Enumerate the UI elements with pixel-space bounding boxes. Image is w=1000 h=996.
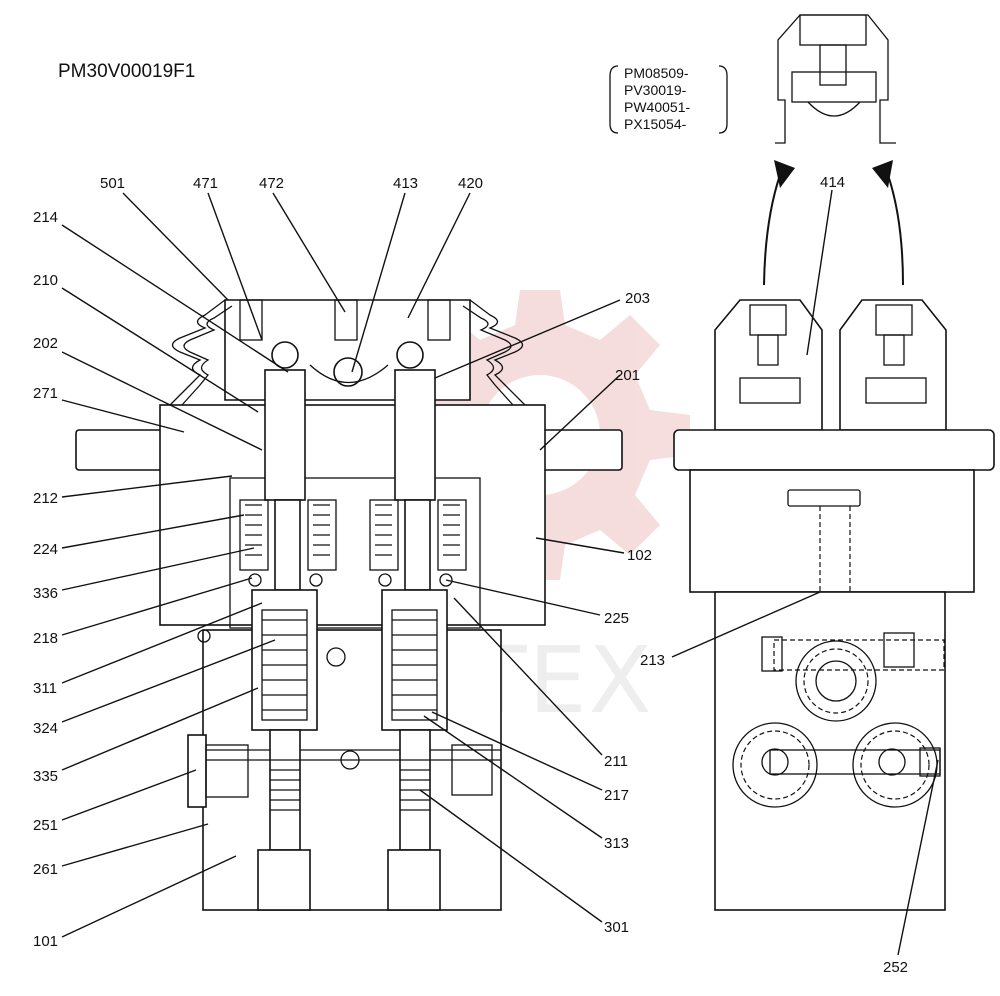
callout-label: 251: [33, 817, 58, 834]
callout-label: 210: [33, 272, 58, 289]
callout-label: 414: [820, 174, 845, 191]
callout-label: 336: [33, 585, 58, 602]
callout-label: 261: [33, 861, 58, 878]
callout-label: 202: [33, 335, 58, 352]
leader-lines: [61, 189, 939, 956]
callout-label: 214: [33, 209, 58, 226]
callout-label: 218: [33, 630, 58, 647]
callout-label: 217: [604, 787, 629, 804]
callout-label: 420: [458, 175, 483, 192]
callout-label: 211: [604, 753, 628, 770]
arrow-icon: [872, 160, 893, 188]
section-view: [75, 299, 623, 911]
callout-label: 335: [33, 768, 58, 785]
callout-label: 225: [604, 610, 629, 627]
drawing-code: PM30V00019F1: [58, 61, 195, 82]
variant-code: PV30019-: [624, 82, 687, 98]
variant-code: PX15054-: [624, 116, 687, 132]
callout-label: 201: [615, 367, 640, 384]
callout-label: 311: [33, 680, 57, 697]
callout-label: 413: [393, 175, 418, 192]
arrow-icon: [774, 160, 795, 188]
callout-label: 271: [33, 385, 58, 402]
callout-label: 252: [883, 959, 908, 976]
callout-label: 471: [193, 175, 218, 192]
callout-label: 501: [100, 175, 125, 192]
callout-label: 212: [33, 490, 58, 507]
callout-labels: 501 471 472 413 420 214 210 202 271 212 …: [33, 174, 908, 976]
variant-codes-block: PM08509- PV30019- PW40051- PX15054-: [609, 65, 728, 134]
callout-label: 102: [627, 547, 652, 564]
callout-label: 101: [33, 933, 58, 950]
callout-label: 472: [259, 175, 284, 192]
callout-label: 313: [604, 835, 629, 852]
variant-code: PM08509-: [624, 65, 689, 81]
callout-label: 224: [33, 541, 58, 558]
callout-label: 324: [33, 720, 58, 737]
variant-code: PW40051-: [624, 99, 690, 115]
callout-label: 301: [604, 919, 629, 936]
side-view: [673, 14, 995, 911]
callout-label: 203: [625, 290, 650, 307]
callout-label: 213: [640, 652, 665, 669]
